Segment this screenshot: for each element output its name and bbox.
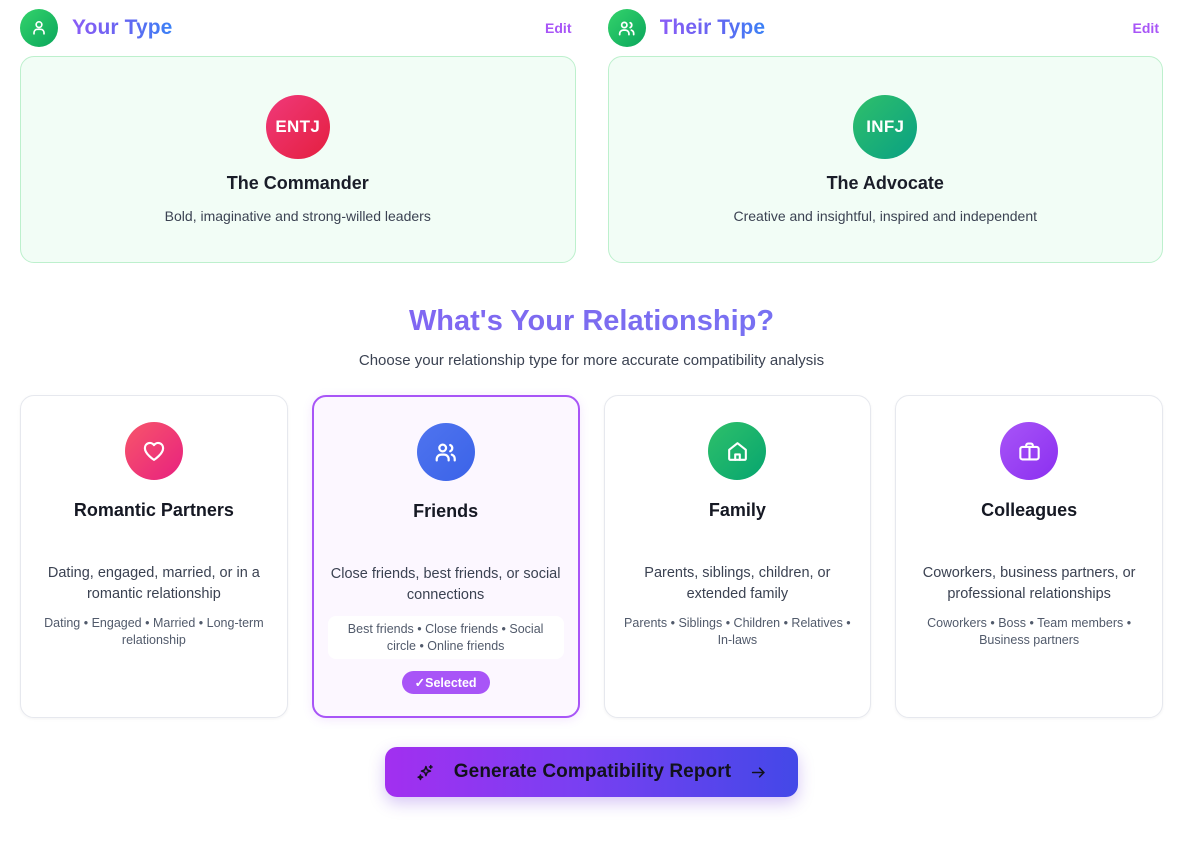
their-type-edit-button[interactable]: Edit xyxy=(1132,20,1159,36)
relationship-option-title: Family xyxy=(708,500,766,520)
cta-label: Generate Compatibility Report xyxy=(453,761,732,782)
relationship-subheading: Choose your relationship type for more a… xyxy=(358,352,825,369)
relationship-option-title: Romantic Partners xyxy=(73,500,234,520)
relationship-option-description: Coworkers, business partners, or profess… xyxy=(922,565,1136,602)
their-type-header: Their Type Edit xyxy=(607,0,1164,56)
your-type-edit-button[interactable]: Edit xyxy=(545,20,572,36)
home-icon xyxy=(708,422,767,480)
your-type-name: The Commander xyxy=(226,173,369,193)
relationship-option-examples: Coworkers • Boss • Team members • Busine… xyxy=(927,616,1132,647)
their-type-name: The Advocate xyxy=(826,173,944,193)
your-type-card[interactable]: ENTJ The Commander Bold, imaginative and… xyxy=(20,56,576,263)
arrow-right-icon xyxy=(749,763,768,782)
briefcase-icon xyxy=(1000,422,1059,480)
your-type-header: Your Type Edit xyxy=(20,0,576,56)
relationship-section: What's Your Relationship? Choose your re… xyxy=(0,305,1183,797)
your-type-code-badge: ENTJ xyxy=(265,95,330,159)
relationship-option-description: Close friends, best friends, or social c… xyxy=(330,566,561,603)
relationship-option-title: Friends xyxy=(413,501,479,521)
relationship-option-romantic[interactable]: Romantic Partners Dating, engaged, marri… xyxy=(20,395,288,718)
heart-icon xyxy=(124,422,183,480)
relationship-option-examples: Best friends • Close friends • Social ci… xyxy=(327,616,564,660)
cta-row: Generate Compatibility Report xyxy=(20,747,1163,797)
relationship-option-examples: Dating • Engaged • Married • Long-term r… xyxy=(44,616,264,647)
users-icon xyxy=(416,423,475,481)
relationship-heading: What's Your Relationship? xyxy=(20,305,1163,338)
their-type-card[interactable]: INFJ The Advocate Creative and insightfu… xyxy=(607,56,1163,263)
relationship-option-description: Dating, engaged, married, or in a romant… xyxy=(47,565,260,602)
users-icon xyxy=(607,9,646,47)
their-type-column: Their Type Edit INFJ The Advocate Creati… xyxy=(607,0,1164,263)
person-icon xyxy=(20,9,58,47)
relationship-option-examples: Parents • Siblings • Children • Relative… xyxy=(624,616,851,647)
types-row: Your Type Edit ENTJ The Commander Bold, … xyxy=(0,0,1183,263)
relationship-options-grid: Romantic Partners Dating, engaged, marri… xyxy=(20,395,1163,718)
their-type-title: Their Type xyxy=(659,16,766,39)
their-type-description: Creative and insightful, inspired and in… xyxy=(733,208,1038,224)
your-type-column: Your Type Edit ENTJ The Commander Bold, … xyxy=(20,0,576,263)
sparkles-icon xyxy=(415,762,436,783)
your-type-title: Your Type xyxy=(72,16,173,39)
relationship-option-friends[interactable]: Friends Close friends, best friends, or … xyxy=(311,395,580,718)
relationship-option-description: Parents, siblings, children, or extended… xyxy=(644,565,831,602)
relationship-option-colleagues[interactable]: Colleagues Coworkers, business partners,… xyxy=(895,395,1163,718)
status-badge: ✓Selected xyxy=(401,671,490,695)
their-type-code-badge: INFJ xyxy=(853,95,918,159)
relationship-option-family[interactable]: Family Parents, siblings, children, or e… xyxy=(603,395,872,718)
your-type-description: Bold, imaginative and strong-willed lead… xyxy=(164,208,431,224)
relationship-option-title: Colleagues xyxy=(981,500,1078,520)
generate-compatibility-report-button[interactable]: Generate Compatibility Report xyxy=(384,747,799,797)
